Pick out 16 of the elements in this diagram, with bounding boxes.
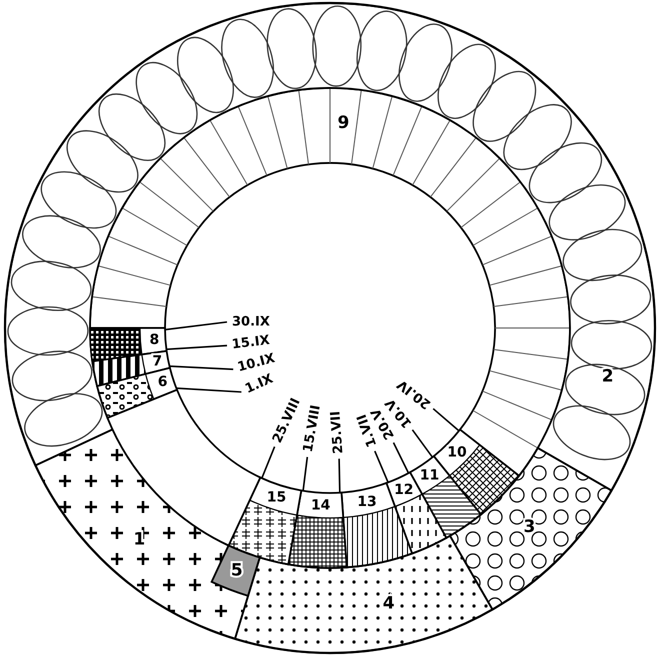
leader-line [338,458,341,493]
leader-line [261,446,276,479]
date-label: 30.IX [232,314,270,330]
leader-line [169,365,234,370]
leader-line [302,456,308,491]
date-label: 25.VII [328,410,346,454]
leader-line [432,408,460,432]
date-label: 15.IX [231,332,271,352]
date-label: 15.VIII [300,404,324,454]
leader-line [392,442,410,474]
leader-line [412,429,434,458]
leader-line [176,387,242,393]
leader-line [166,344,228,350]
leader-line [374,450,389,483]
leader-line [164,321,228,330]
date-label: 1.IX [242,371,276,397]
